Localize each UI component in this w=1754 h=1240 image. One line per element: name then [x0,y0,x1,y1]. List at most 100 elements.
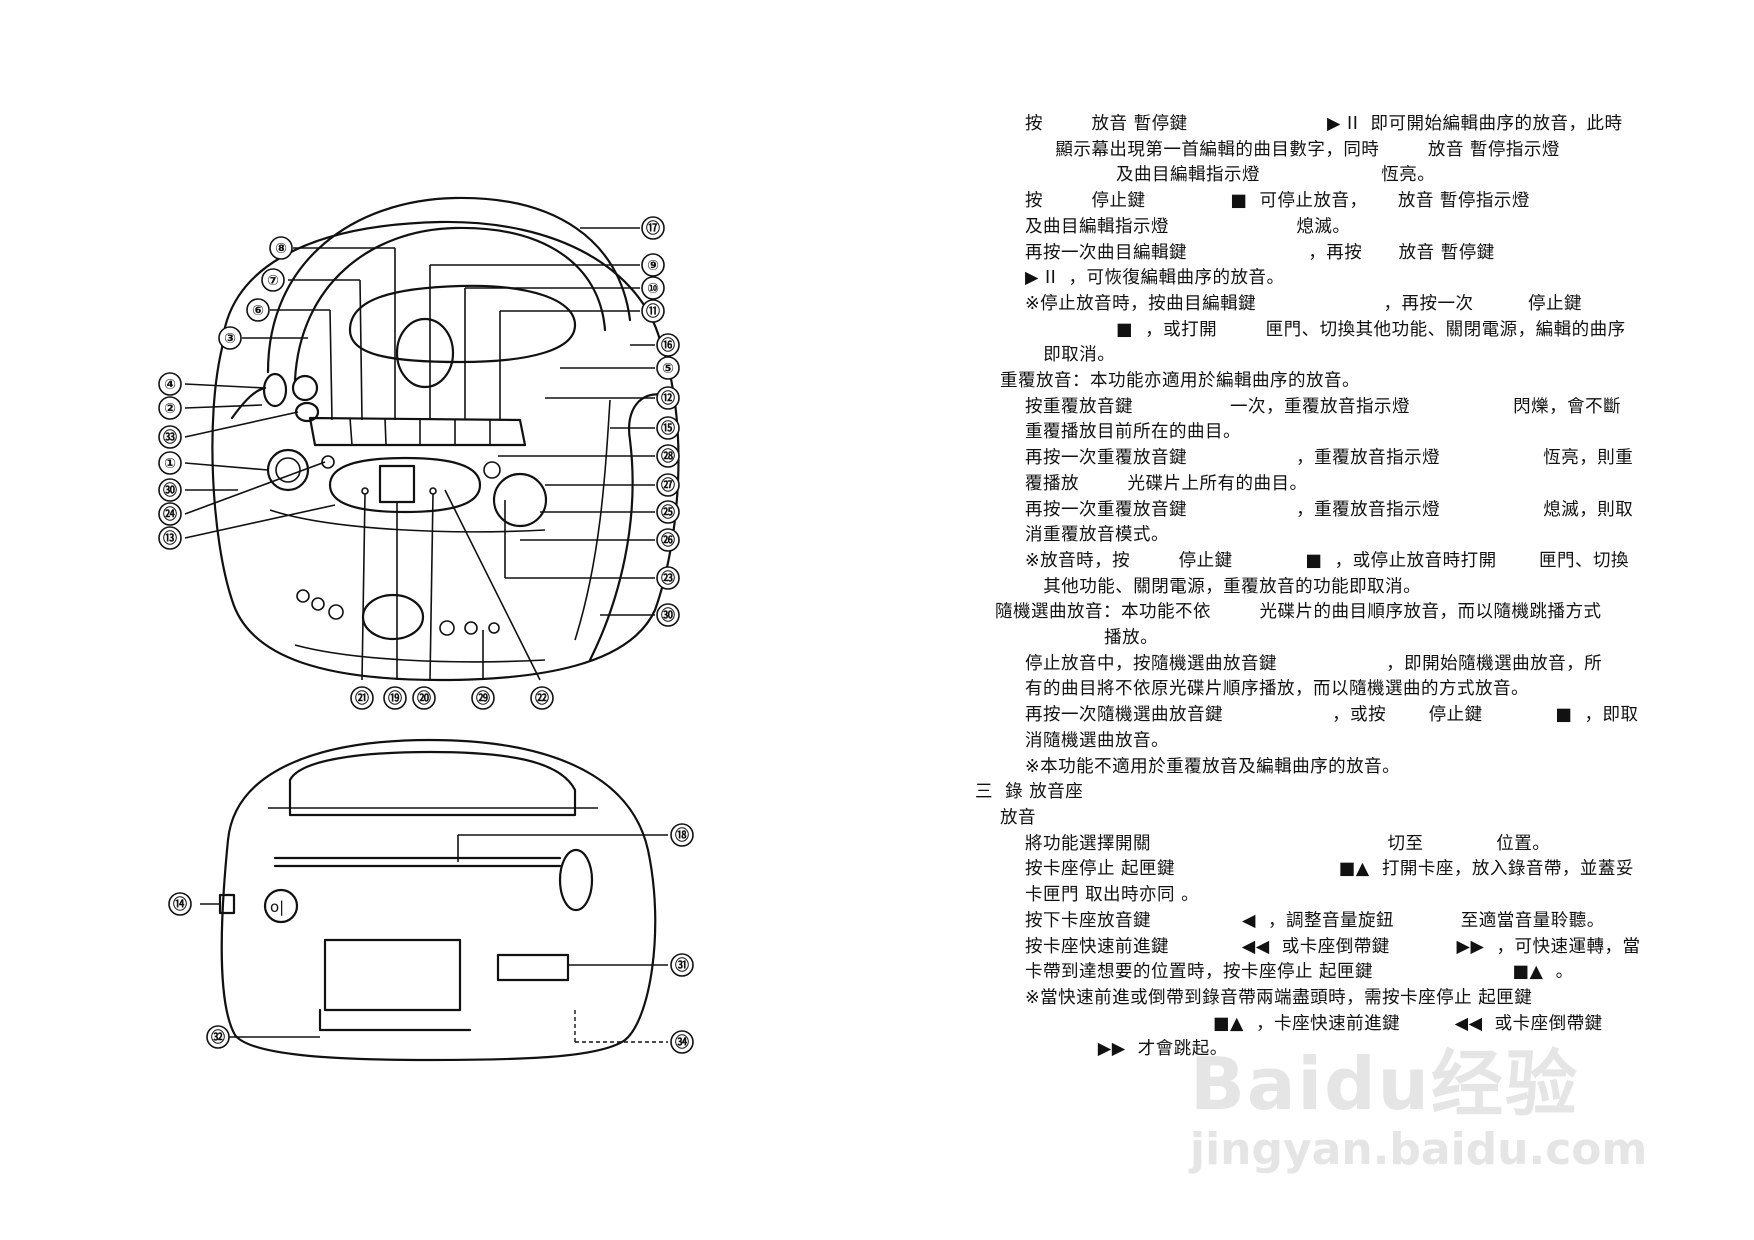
svg-text:⑳: ⑳ [417,690,431,707]
callout-label-19: ⑲ [383,686,407,710]
svg-text:④: ④ [164,377,176,393]
text-line: 再按一次重覆放音鍵 ，重覆放音指示燈 恆亮，則重 [1025,448,1634,469]
text-line: 按 放音 暫停鍵 ▶ II 即可開始編輯曲序的放音，此時 [1025,114,1623,134]
text-line: 按卡座停止 起匣鍵 ■▲ 打開卡座，放入錄音帶，並蓋妥 [1025,859,1634,880]
callout-label-24: ㉔ [158,502,182,526]
text-line: 覆播放 光碟片上所有的曲目。 [1025,473,1308,494]
chapter-heading: 三 錄 放音座 [975,782,1084,803]
svg-text:㉔: ㉔ [163,506,177,523]
callout-label-26: ㉖ [656,528,680,552]
text-line: 再按一次隨機選曲放音鍵 ，或按 停止鍵 ■ ，即取 [1025,705,1639,726]
svg-text:⑭: ⑭ [173,896,187,913]
callout-label-10: ⑩ [641,276,665,300]
callout-label-7: ⑦ [261,268,285,292]
text-line: 卡匣門 取出時亦同 。 [1025,885,1200,906]
watermark-url: jingyan.baidu.com [1190,1124,1648,1175]
svg-text:⑧: ⑧ [275,241,287,257]
callout-label-2: ② [158,396,182,420]
text-line: 重覆播放目前所在的曲目。 [1025,422,1241,443]
text-line: 按卡座快速前進鍵 ◀◀ 或卡座倒帶鍵 ▶▶ ，可快速運轉，當 [1025,936,1641,957]
text-line: ▶ II ，可恢復編輯曲序的放音。 [1025,268,1285,289]
callout-label-31: ㉛ [670,953,694,977]
svg-text:⑩: ⑩ [647,281,659,297]
text-line: 再按一次重覆放音鍵 ，重覆放音指示燈 熄滅，則取 [1025,499,1634,520]
watermark-brand: Baidu经验 [1190,1042,1579,1126]
text-line: 播放。 [995,628,1159,649]
text-line: 及曲目編輯指示燈 熄滅。 [1025,216,1351,237]
svg-text:⑲: ⑲ [388,690,402,707]
svg-text:⑪: ⑪ [646,303,660,320]
svg-text:㉛: ㉛ [675,957,689,974]
svg-text:㉓: ㉓ [661,570,675,587]
callout-label-21: ㉑ [350,686,374,710]
callout-label-4: ④ [158,372,182,396]
section-heading: 放音 [1000,807,1036,828]
callout-label-1: ① [158,451,182,475]
callout-label-17: ⑰ [641,216,665,240]
front-view-drawing [184,196,680,682]
svg-text:㉕: ㉕ [661,504,675,521]
callout-label-20: ⑳ [412,686,436,710]
text-line: ※停止放音時，按曲目編輯鍵 ，再按一次 停止鍵 [1025,293,1583,314]
callout-label-30a: ㉚ [158,478,182,502]
product-diagram: o| ⑰ ⑧ ⑨ ⑦ ⑩ ⑥ ⑪ ③ ⑯ ⑤ ④ ⑫ ② ⑮ ㉝ ㉘ ① ㉗ ㉚… [158,196,694,1062]
callout-label-23: ㉓ [656,566,680,590]
section-heading: 重覆放音：本功能亦適用於編輯曲序的放音。 [1000,371,1360,392]
text-line: 按下卡座放音鍵 ◀ ，調整音量旋鈕 至適當音量聆聽。 [1025,910,1605,931]
callout-label-15: ⑮ [656,416,680,440]
svg-text:⑤: ⑤ [662,361,674,377]
watermark: Baidu经验 jingyan.baidu.com [1190,1025,1647,1175]
svg-text:o|: o| [270,898,284,916]
svg-text:⑱: ⑱ [675,827,689,844]
svg-text:㉜: ㉜ [211,1029,225,1046]
svg-text:㉖: ㉖ [661,532,675,549]
svg-text:㉝: ㉝ [163,429,177,446]
text-line: 消隨機選曲放音。 [1025,730,1169,751]
svg-text:⑯: ⑯ [661,337,675,354]
callout-label-25: ㉕ [656,500,680,524]
callout-label-30b: ㉚ [656,603,680,627]
svg-text:㉙: ㉙ [476,690,490,707]
svg-text:③: ③ [224,331,236,347]
text-line: 消重覆放音模式。 [1025,525,1169,546]
text-line: 按重覆放音鍵 一次，重覆放音指示燈 閃爍，會不斷 [1025,396,1622,417]
text-line: 再按一次曲目編輯鍵 ，再按 放音 暫停鍵 [1025,242,1495,263]
text-line: ▶▶ 才會跳起。 [1025,1039,1228,1060]
text-line: 其他功能、關閉電源，重覆放音的功能即取消。 [1025,576,1422,597]
svg-text:⑥: ⑥ [252,303,264,319]
svg-text:㉘: ㉘ [661,448,675,465]
text-line: ■ ，或打開 匣門、切換其他功能、關閉電源，編輯的曲序 [1025,319,1626,340]
svg-text:⑬: ⑬ [163,530,177,547]
callout-label-18: ⑱ [670,823,694,847]
callout-label-8: ⑧ [269,236,293,260]
text-line: 將功能選擇開關 切至 位置。 [1025,833,1551,854]
callout-label-6: ⑥ [246,298,270,322]
svg-text:㉒: ㉒ [535,690,549,707]
callout-label-5: ⑤ [656,356,680,380]
text-line: ■▲ ，卡座快速前進鍵 ◀◀ 或卡座倒帶鍵 [1025,1013,1603,1034]
callout-label-12: ⑫ [656,386,680,410]
callout-label-28: ㉘ [656,444,680,468]
callout-label-13: ⑬ [158,526,182,550]
callout-label-33: ㉝ [158,425,182,449]
text-line: 卡帶到達想要的位置時，按卡座停止 起匣鍵 ■▲ 。 [1025,962,1574,983]
text-line: 有的曲目將不依原光碟片順序播放，而以隨機選曲的方式放音。 [1025,679,1529,700]
svg-text:⑦: ⑦ [267,273,279,289]
callout-label-9: ⑨ [641,253,665,277]
svg-text:㉑: ㉑ [355,690,369,707]
text-line: 停止放音中，按隨機選曲放音鍵 ，即開始隨機選曲放音，所 [1025,653,1603,674]
svg-text:㉚: ㉚ [661,607,675,624]
callout-label-29: ㉙ [471,686,495,710]
svg-text:⑨: ⑨ [647,258,659,274]
callout-label-32: ㉜ [206,1025,230,1049]
callout-label-27: ㉗ [656,473,680,497]
callout-label-3: ③ [218,326,242,350]
text-line: 顯示幕出現第一首編輯的曲目數字，同時 放音 暫停指示燈 [1025,139,1560,160]
callout-label-16: ⑯ [656,333,680,357]
svg-text:⑰: ⑰ [646,220,660,237]
section-heading: 隨機選曲放音：本功能不依 光碟片的曲目順序放音，而以隨機跳播方式 [995,602,1602,623]
svg-text:②: ② [164,401,176,417]
text-line: 按 停止鍵 ■ 可停止放音， 放音 暫停指示燈 [1025,191,1530,212]
svg-text:㉚: ㉚ [163,482,177,499]
svg-text:㉗: ㉗ [661,477,675,494]
